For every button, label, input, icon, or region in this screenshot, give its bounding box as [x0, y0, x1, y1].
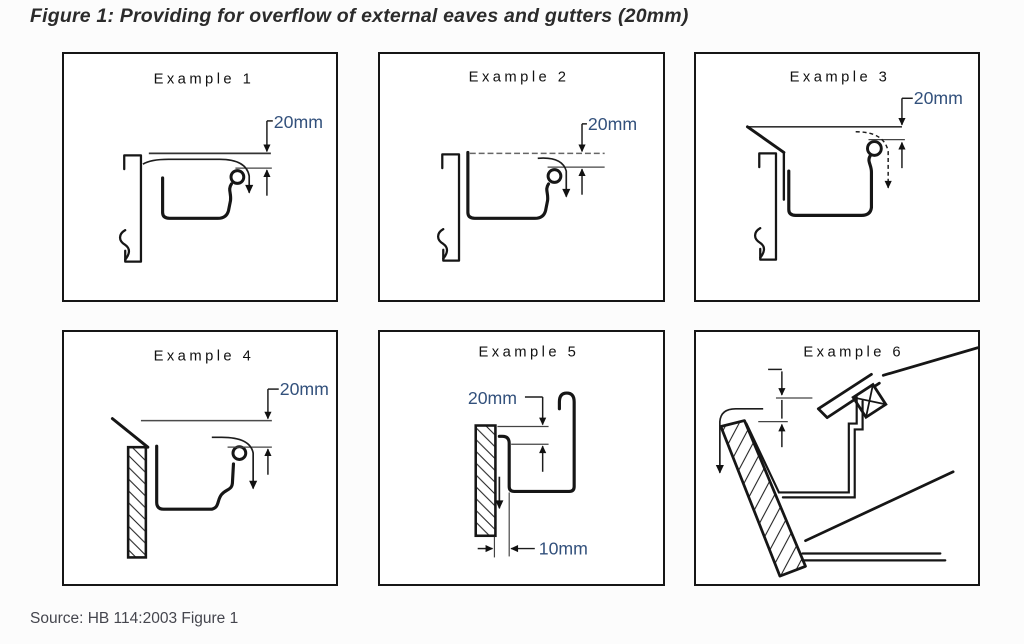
- gutter-bead: [546, 168, 563, 184]
- figure-title: Figure 1: Providing for overflow of exte…: [30, 5, 689, 27]
- box-gutter-profile: [497, 391, 576, 494]
- example-panel-6: Example 6: [694, 330, 980, 586]
- dimension-label: 10mm: [539, 538, 588, 558]
- overflow-arrow: [142, 158, 254, 194]
- example-panel-5: Example 5 20mm 10mm: [378, 330, 665, 586]
- fascia-profile: [753, 152, 778, 261]
- dimension-20mm: 20mm: [263, 112, 323, 196]
- dimension-20mm: 20mm: [578, 114, 637, 195]
- box-gutter-profile: [745, 395, 864, 499]
- soffit-lines: [801, 552, 947, 562]
- gutter-profile: [161, 169, 246, 220]
- fascia-profile: [436, 153, 461, 262]
- example-panel-1: Example 1 20mm: [62, 52, 338, 302]
- roof-slope-line: [110, 417, 150, 449]
- roof-slope-line: [745, 125, 786, 154]
- gutter-bead: [866, 140, 883, 157]
- example-panel-3: Example 3 20mm: [694, 52, 980, 302]
- overflow-arrow: [537, 157, 571, 198]
- dimension-label: 20mm: [468, 388, 517, 408]
- hatched-fascia-board: [126, 445, 148, 559]
- dimension-label: 20mm: [914, 88, 963, 108]
- lower-roof-line: [804, 470, 955, 543]
- hatched-fascia-board: [474, 424, 497, 538]
- overflow-arrow: [211, 436, 258, 490]
- timber-batten-x-icon: [851, 382, 888, 420]
- panel-title: Example 6: [803, 345, 904, 361]
- dimension-20mm: 20mm: [898, 88, 963, 169]
- tilted-hatched-board: [719, 419, 807, 578]
- dimension-label: 20mm: [274, 112, 323, 132]
- dimension-label: 20mm: [588, 114, 637, 134]
- dimension-label: 20mm: [280, 379, 329, 399]
- overflow-arrow: [715, 407, 764, 474]
- example-panel-2: Example 2 20mm: [378, 52, 665, 302]
- dimension-20mm: 20mm: [264, 379, 329, 475]
- panel-title: Example 3: [790, 70, 891, 86]
- dimension-unlabeled: [758, 368, 813, 448]
- gutter-bead: [231, 445, 248, 461]
- source-caption: Source: HB 114:2003 Figure 1: [30, 610, 239, 627]
- gutter-profile: [155, 444, 248, 511]
- gutter-profile: [466, 150, 563, 220]
- dimension-10mm: 10mm: [477, 538, 588, 558]
- fascia-profile: [118, 154, 143, 263]
- panel-title: Example 2: [469, 70, 570, 86]
- dimension-20mm: 20mm: [468, 388, 547, 472]
- upper-roof-line: [881, 346, 978, 377]
- panel-title: Example 1: [154, 72, 255, 88]
- panel-title: Example 5: [479, 345, 580, 361]
- panel-title: Example 4: [154, 349, 255, 365]
- gutter-bead: [229, 169, 246, 185]
- overflow-arrow: [855, 130, 892, 189]
- example-panel-4: Example 4 20mm: [62, 330, 338, 586]
- gutter-profile: [787, 140, 883, 217]
